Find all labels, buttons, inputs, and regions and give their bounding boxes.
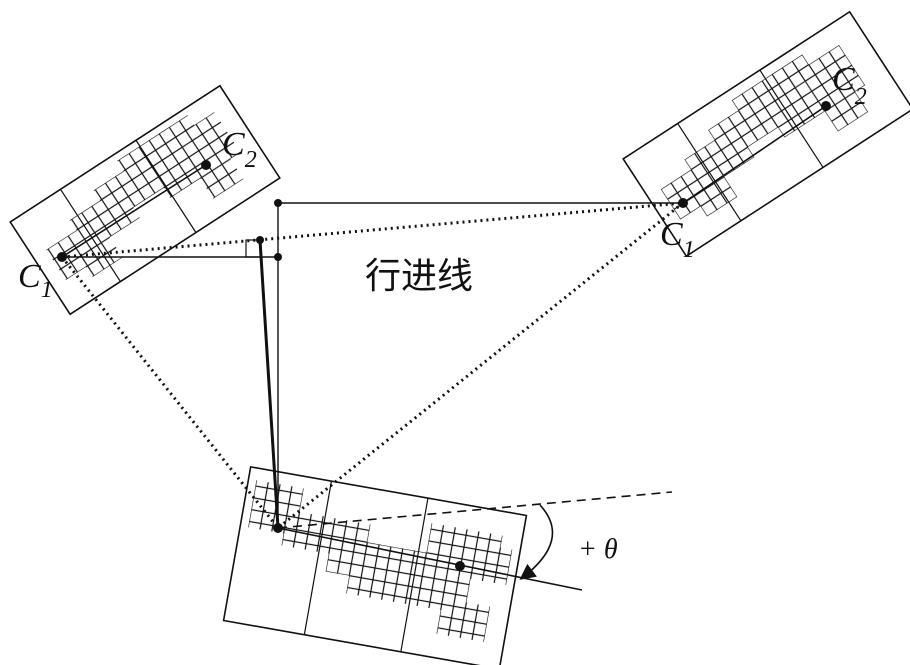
bottom-bounding-box: [222, 465, 528, 665]
bottom-blob-group: [222, 465, 528, 665]
right-axis-line: [682, 105, 827, 204]
left-blob-group: [9, 84, 281, 316]
bottom-divider-1: [303, 481, 333, 635]
travel-node-top: [274, 199, 282, 207]
right-divider-2: [759, 69, 824, 168]
label-angle: + θ: [578, 534, 618, 565]
left-c2-point: [201, 160, 211, 170]
label-travel-line: 行进线: [365, 256, 473, 297]
projection-solid-line: [258, 239, 280, 529]
bottom-reference-dashed: [277, 491, 673, 529]
right-pixel-grid: [660, 44, 869, 220]
left-divider-1: [60, 188, 121, 282]
dotted-connectors: [60, 201, 684, 530]
dotted-right-to-bottom: [277, 201, 684, 530]
left-axis-line: [61, 164, 207, 258]
left-divider-2: [135, 139, 197, 233]
dotted-c1-c1: [61, 201, 684, 259]
label-c1-left: C1: [18, 258, 53, 303]
right-bounding-box: [622, 10, 910, 258]
dotted-left-to-bottom: [60, 256, 280, 529]
left-pixel-grid: [46, 112, 244, 281]
bottom-divider-2: [400, 498, 429, 652]
bottom-c2-point: [455, 561, 465, 571]
bottom-pixel-grid: [248, 480, 513, 643]
right-blob-group: [622, 10, 910, 258]
label-c2-left: C2: [222, 126, 257, 173]
left-bounding-box: [9, 84, 281, 316]
angle-arc: [519, 504, 554, 580]
label-c2-right: C2: [832, 61, 867, 110]
label-c1-right: C1: [660, 216, 695, 263]
right-c2-point: [821, 101, 831, 111]
travel-node-mid: [274, 253, 282, 261]
right-divider-1: [677, 123, 742, 222]
